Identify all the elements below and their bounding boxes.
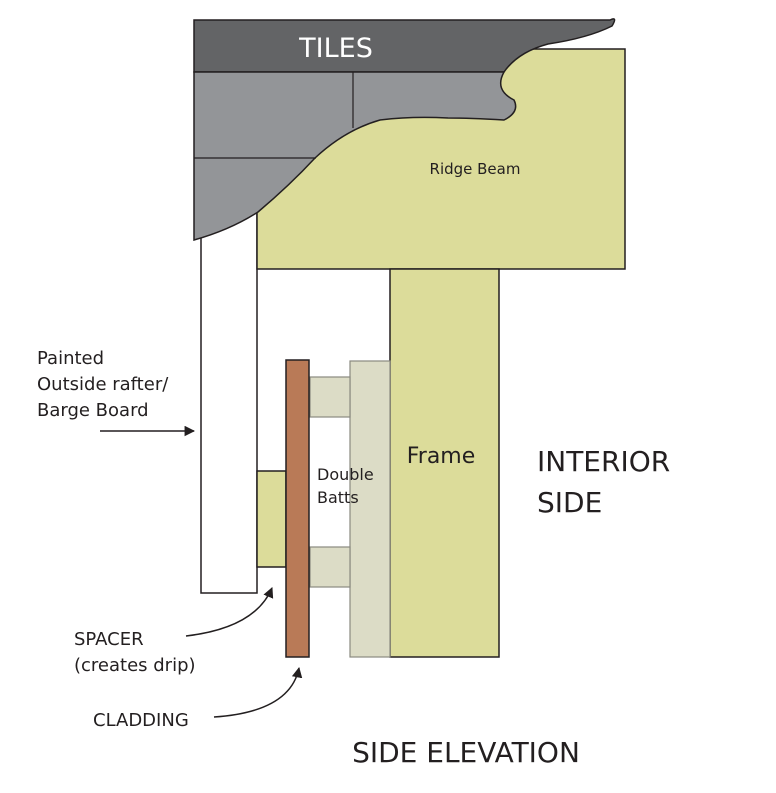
tiles-body bbox=[193, 71, 517, 241]
spacer-label-1: SPACER bbox=[74, 629, 144, 650]
interior-side-label-1: INTERIOR bbox=[537, 445, 670, 478]
interior-side-label-2: SIDE bbox=[537, 486, 602, 519]
barge-board bbox=[200, 199, 258, 594]
tiles-label: TILES bbox=[298, 33, 373, 64]
ridge-beam-label: Ridge Beam bbox=[430, 160, 521, 178]
frame-label: Frame bbox=[407, 444, 476, 469]
spacer bbox=[256, 470, 287, 568]
tiles-top-band bbox=[193, 18, 616, 73]
spacer-label-2: (creates drip) bbox=[74, 655, 196, 676]
painted-label-3: Barge Board bbox=[37, 400, 149, 421]
batt-lower bbox=[309, 546, 351, 588]
double-batts-label-2: Batts bbox=[317, 488, 359, 507]
batt-vertical bbox=[349, 360, 391, 658]
diagram-title: SIDE ELEVATION bbox=[352, 736, 580, 769]
spacer-arrow bbox=[185, 587, 274, 637]
double-batts-label-1: Double bbox=[317, 465, 374, 484]
cladding-arrow bbox=[213, 666, 303, 718]
painted-label-1: Painted bbox=[37, 348, 104, 369]
painted-label-2: Outside rafter/ bbox=[37, 374, 169, 395]
batt-upper bbox=[309, 376, 351, 418]
cladding-label: CLADDING bbox=[93, 710, 189, 731]
frame bbox=[389, 268, 500, 658]
cladding bbox=[285, 359, 310, 658]
